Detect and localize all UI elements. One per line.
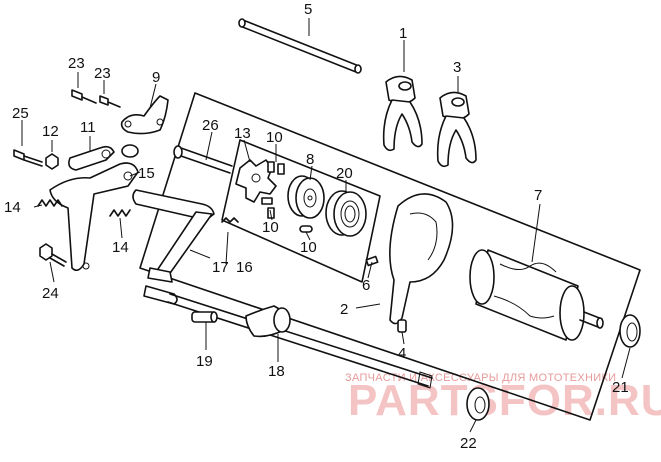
nut-12-part [45,153,59,170]
callout-1: 1 [399,25,407,42]
bolts-23-part [71,89,121,108]
callout-4: 4 [398,345,406,362]
drum-center-part [287,175,325,219]
callout-3: 3 [453,59,461,76]
oil-seal-21-part [619,314,641,348]
callout-22: 22 [460,435,477,452]
callout-6: 6 [362,277,370,294]
pins-10-part [261,161,313,233]
stopper-arm-part [68,144,139,171]
callout-9: 9 [152,69,160,86]
shift-shaft-part [132,189,433,389]
star-cam-part [235,159,277,203]
callout-26: 26 [202,117,219,134]
callout-23a: 23 [68,55,85,72]
callout-5: 5 [304,1,312,18]
pin-6-part [365,255,379,267]
callout-17: 17 [212,259,229,276]
callout-15: 15 [138,165,155,182]
bolt-24-part [39,243,67,267]
bolt-25-part [13,149,43,167]
callout-10a: 10 [266,129,283,146]
fork-shaft-part [238,18,362,74]
callout-18: 18 [268,363,285,380]
spring-14-part [37,199,131,217]
callout-25: 25 [12,105,29,122]
shift-fork-3-part [436,91,477,168]
callout-13: 13 [234,125,251,142]
callout-23b: 23 [94,65,111,82]
callout-8: 8 [306,151,314,168]
watermark-logo: PARTSFOR.RU [348,376,661,425]
callout-10c: 10 [300,239,317,256]
bracket-part [120,95,169,135]
pin-4-part [397,319,407,333]
shift-fork-1-part [382,75,423,152]
callout-numbers: 5 1 3 9 23 23 25 12 11 26 13 10 8 20 15 … [4,1,629,452]
leader-lines [21,18,631,433]
callout-19: 19 [196,353,213,370]
callout-14a: 14 [4,199,21,216]
callout-20: 20 [336,165,353,182]
callout-2: 2 [340,301,348,318]
collar-18-part [245,305,291,338]
callout-7: 7 [534,187,542,204]
callout-21: 21 [612,379,629,396]
spring-17-part [221,217,239,223]
bearing-20-part [325,190,367,237]
callout-14b: 14 [112,239,129,256]
callout-12: 12 [42,123,59,140]
shift-fork-2-part [389,193,454,325]
shift-drum-subassembly-outline [221,139,381,283]
pin-19-part [191,311,218,323]
shift-drum-part [469,249,604,341]
callout-10b: 10 [262,219,279,236]
bolt-26-part [173,145,233,174]
callout-24: 24 [42,285,59,302]
callout-16: 16 [236,259,253,276]
callout-11: 11 [80,119,96,136]
washer-22-part [466,387,490,421]
